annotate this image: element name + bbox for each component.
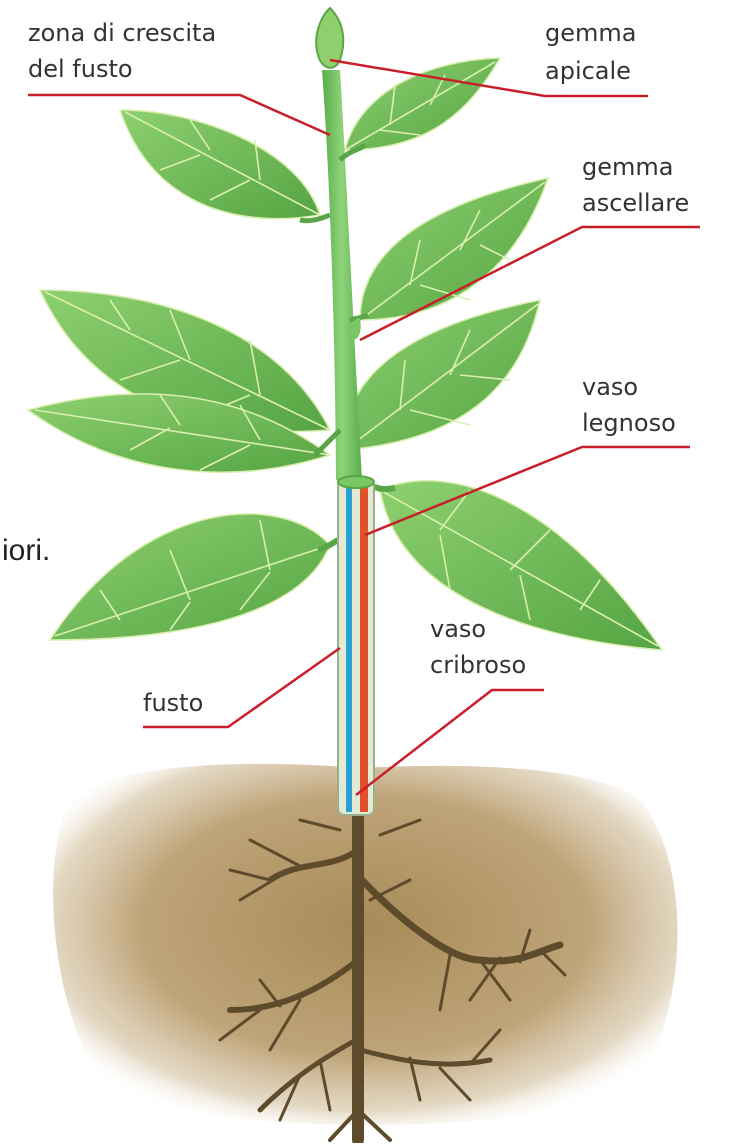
label-xylem-line2: legnoso	[582, 408, 676, 438]
text-fragment: iori.	[2, 533, 50, 569]
leaf	[120, 110, 320, 219]
xylem-vessel	[360, 482, 368, 812]
leaf	[50, 514, 330, 640]
label-phloem-line2: cribroso	[430, 650, 526, 680]
soil	[53, 764, 677, 1125]
label-axillary-bud-line2: ascellare	[582, 188, 689, 218]
label-axillary-bud-line1: gemma	[582, 152, 673, 182]
label-growth-zone-line2: del fusto	[28, 54, 133, 84]
label-apical-bud-line1: gemma	[545, 18, 636, 48]
phloem-vessel	[346, 482, 352, 812]
apical-bud	[316, 8, 343, 68]
label-stem: fusto	[143, 688, 203, 718]
label-growth-zone-line1: zona di crescita	[28, 18, 216, 48]
label-phloem-line1: vaso	[430, 614, 486, 644]
stem-cross-section	[338, 476, 374, 815]
label-xylem-line1: vaso	[582, 372, 638, 402]
label-apical-bud-line2: apicale	[545, 56, 631, 86]
